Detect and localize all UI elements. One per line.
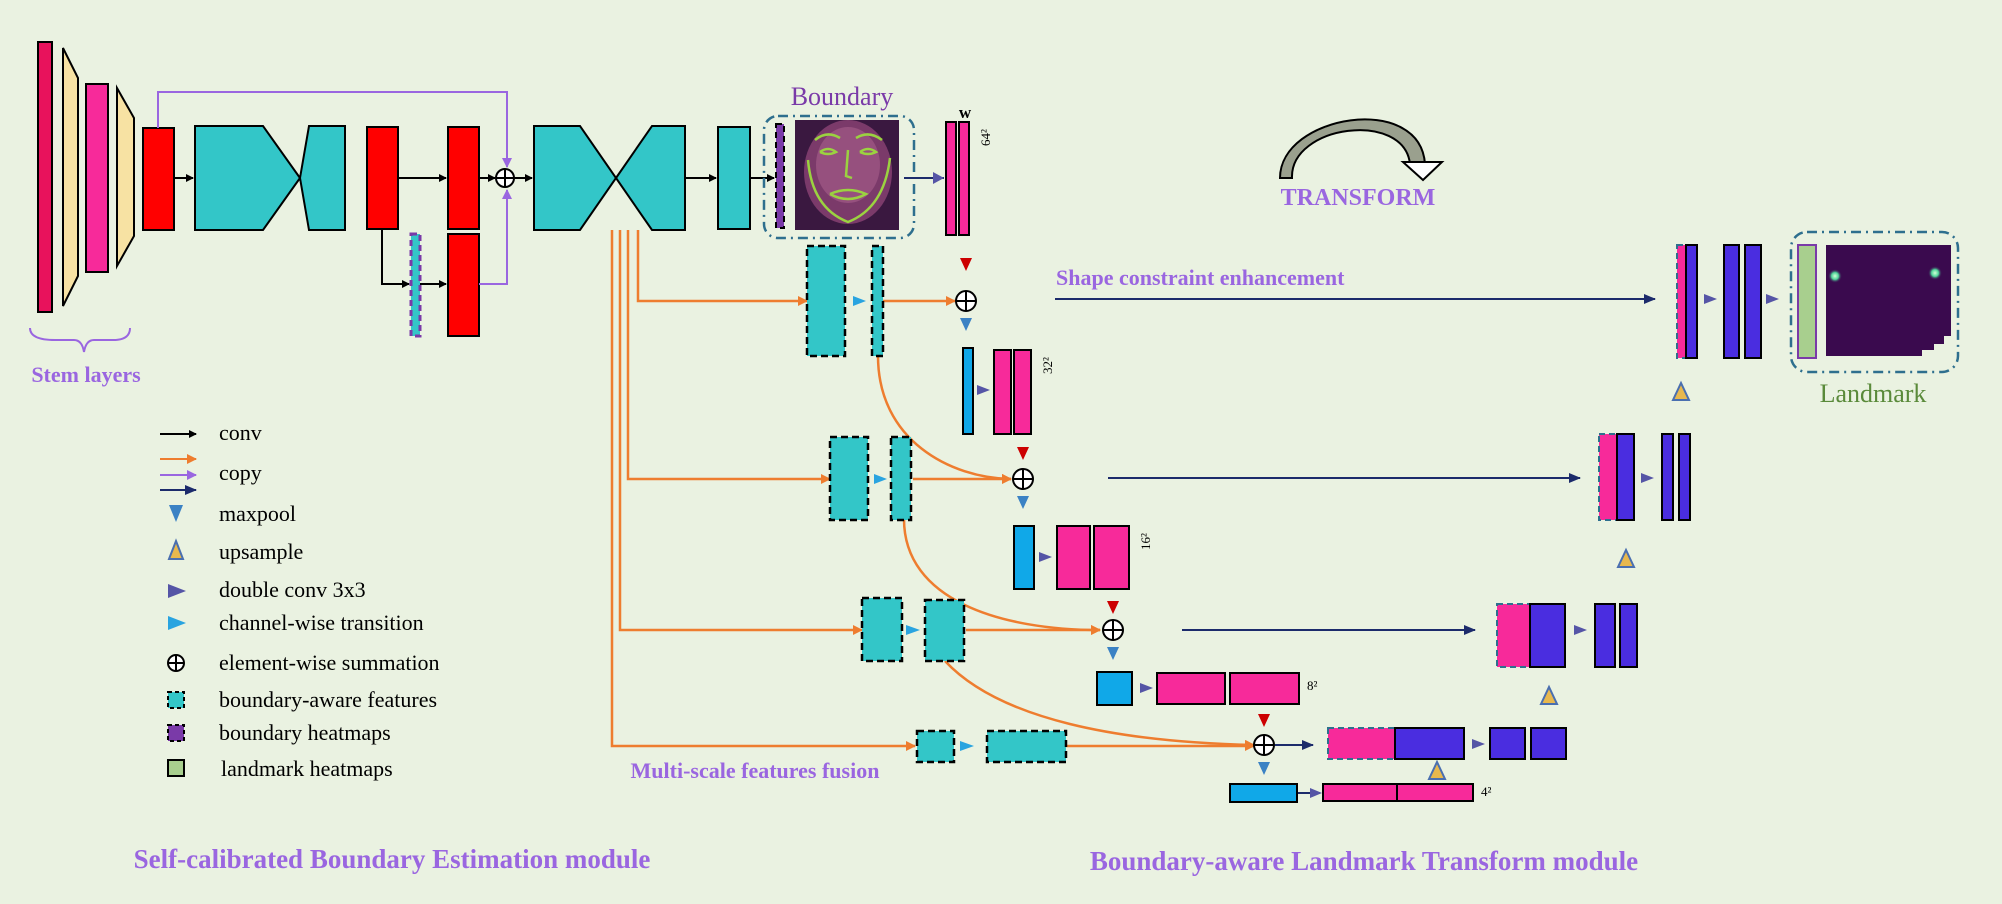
legend-label: double conv 3x3 — [219, 577, 366, 602]
boundary-aware-block — [923, 598, 966, 663]
boundary-frame — [762, 114, 916, 240]
legend-label: maxpool — [219, 501, 296, 526]
orange-copy-lines — [610, 230, 1255, 751]
upsample-triangles — [1427, 380, 1691, 780]
boundary-aware-block — [870, 244, 885, 358]
legend-label: boundary-aware features — [219, 687, 437, 712]
resolution-16-label: 16² — [1138, 533, 1153, 550]
conv-arrows — [174, 174, 775, 288]
maxpool-icon — [169, 505, 183, 522]
conv-block — [447, 233, 480, 337]
boundary-heatmaps-icon — [167, 724, 185, 742]
double-conv-arrowhead — [933, 172, 944, 184]
boundary-aware-block — [805, 244, 847, 358]
conv-block — [366, 126, 399, 230]
landmark-heatmap-image — [1826, 245, 1951, 356]
channel-wise-transition-icon — [168, 616, 186, 630]
legend-label: channel-wise transition — [219, 610, 424, 635]
plus-glyph — [496, 169, 514, 187]
multiscale-label: Multi-scale features fusion — [631, 758, 880, 783]
shape-constraint-label: Shape constraint enhancement — [1056, 265, 1345, 290]
maxpool-triangles — [960, 318, 1270, 775]
boundary-face-image — [795, 120, 899, 230]
double-conv-icon — [168, 584, 186, 598]
boundary-heatmap-block — [775, 123, 785, 229]
decoder-stacks — [1327, 244, 1779, 760]
copy-skip-connections — [157, 91, 512, 285]
boundary-aware-branch — [805, 244, 1068, 764]
red-triangles — [960, 258, 1270, 727]
boundary-aware-block — [889, 435, 913, 522]
encoder-feature-stacks: 32² 16² 8² 4² — [962, 347, 1492, 803]
legend-label: conv — [219, 420, 262, 445]
w-label: w — [959, 103, 972, 122]
channel-wise-arrowheads — [853, 296, 974, 751]
stem-layers — [37, 41, 135, 313]
resolution-64-label: 64² — [978, 129, 993, 146]
conv-block — [447, 126, 480, 230]
transform-arrow-icon — [1278, 118, 1445, 182]
stem-brace — [29, 327, 131, 353]
legend-label: copy — [219, 460, 262, 485]
resolution-4-label: 4² — [1481, 784, 1492, 799]
output-block — [717, 126, 751, 230]
legend-label: boundary heatmaps — [219, 720, 391, 745]
boundary-heatmap-block — [409, 232, 422, 338]
resolution-8-label: 8² — [1307, 678, 1318, 693]
legend: conv copy maxpool upsample double conv 3… — [160, 420, 440, 781]
summation-nodes — [955, 290, 1275, 756]
boundary-aware-block — [985, 729, 1068, 764]
boundary-label: Boundary — [791, 82, 894, 111]
hourglass-backbone — [142, 125, 751, 338]
conv-block — [142, 127, 175, 231]
upsample-icon — [167, 538, 185, 560]
stem-layers-label: Stem layers — [31, 362, 141, 387]
legend-label: upsample — [219, 539, 303, 564]
encoder-block — [533, 125, 618, 231]
legend-label: element-wise summation — [219, 650, 440, 675]
legend-icons — [160, 430, 197, 777]
pink-block — [945, 121, 957, 236]
module-right-title: Boundary-aware Landmark Transform module — [1090, 846, 1638, 876]
decoder-block — [614, 125, 686, 231]
resolution-32-label: 32² — [1040, 357, 1055, 374]
transform-label: TRANSFORM — [1281, 185, 1436, 211]
boundary-aware-block — [860, 596, 904, 663]
landmark-heatmap-block — [1797, 244, 1817, 359]
boundary-aware-block — [828, 435, 870, 522]
boundary-aware-features-icon — [167, 691, 185, 709]
navy-copy-lines — [1055, 294, 1656, 750]
landmark-label: Landmark — [1820, 379, 1927, 408]
landmark-heatmaps-icon — [167, 759, 185, 777]
legend-label: landmark heatmaps — [221, 756, 393, 781]
encoder-block — [194, 125, 302, 231]
pink-block — [958, 121, 970, 236]
boundary-aware-block — [915, 729, 956, 764]
landmark-frame — [1789, 230, 1960, 374]
module-left-title: Self-calibrated Boundary Estimation modu… — [134, 844, 651, 874]
decoder-block — [298, 125, 346, 231]
